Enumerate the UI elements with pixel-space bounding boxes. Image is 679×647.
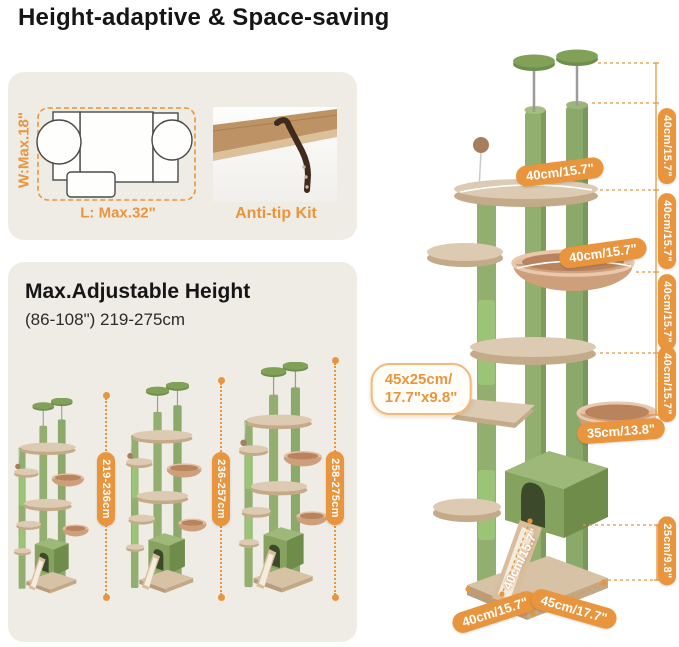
adjustable-height-subheading: (86-108") 219-275cm (25, 310, 186, 329)
anti-tip-kit-label: Anti-tip Kit (235, 205, 317, 222)
board-size-line2: 17.7"x9.8" (384, 389, 458, 406)
board-size-label: 45x25cm/ 17.7"x9.8" (370, 363, 472, 415)
anti-tip-strap-illustration (213, 109, 337, 193)
height-range-badge-1: 219-236cm (97, 452, 115, 526)
board-size-line1: 45x25cm/ (384, 371, 453, 388)
page-title: Height-adaptive & Space-saving (18, 4, 390, 31)
ceiling-perches (513, 49, 598, 112)
height-range-badge-3: 258-275cm (326, 451, 344, 525)
side-measure-badge-1: 40cm/15.7" (658, 108, 676, 184)
anti-tip-kit-photo (213, 107, 337, 202)
length-dimension-label: L: Max.32" (80, 204, 156, 222)
height-range-badge-2: 236-257cm (212, 452, 230, 526)
adjustable-height-heading: Max.Adjustable Height (25, 280, 251, 303)
footprint-panel: W:Max.18" L: Max.32" Anti-tip Kit (8, 72, 357, 240)
side-measure-badge-5: 25cm/9.8" (658, 516, 676, 586)
side-measure-badge-3: 40cm/15.7" (658, 274, 676, 350)
side-measure-badge-4: 40cm/15.7" (658, 346, 676, 422)
footprint-top-view-diagram (36, 107, 196, 201)
adjustable-height-panel: Max.Adjustable Height (86-108") 219-275c… (8, 262, 357, 642)
side-measure-badge-2: 40cm/15.7" (658, 193, 676, 269)
